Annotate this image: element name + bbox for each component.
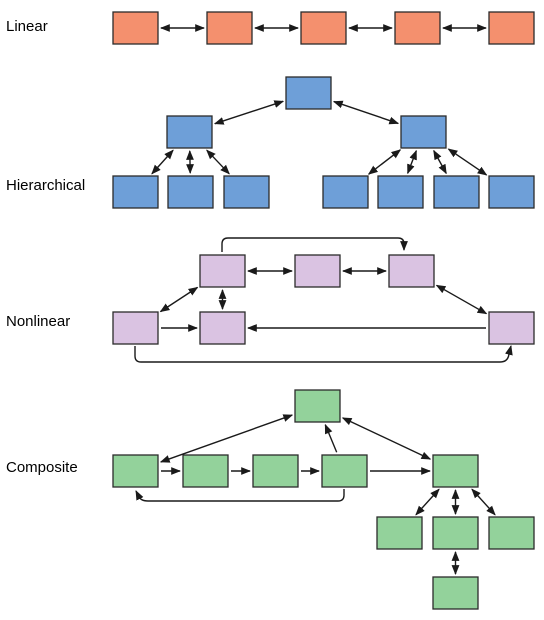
node-c-hm [432, 516, 479, 550]
node-h-r [400, 115, 447, 149]
connector-10 [367, 149, 402, 175]
node-h-root [285, 76, 332, 110]
node-c-top [294, 389, 341, 423]
node-c-2 [182, 454, 229, 488]
node-n-t2 [294, 254, 341, 288]
node-linear-2 [300, 11, 347, 45]
node-h-la1 [167, 175, 214, 209]
label-nonlinear: Nonlinear [6, 313, 71, 330]
node-c-hl [376, 516, 423, 550]
node-n-b3 [488, 311, 535, 345]
connector-path-21 [221, 237, 408, 252]
node-c-3 [252, 454, 299, 488]
node-linear-3 [394, 11, 441, 45]
node-c-1 [112, 454, 159, 488]
node-h-ra0 [322, 175, 369, 209]
node-linear-1 [206, 11, 253, 45]
node-h-l [166, 115, 213, 149]
connector-path-34 [135, 489, 345, 502]
connector-5 [213, 100, 285, 125]
node-linear-0 [112, 11, 159, 45]
label-hierarchical: Hierarchical [6, 177, 86, 194]
node-c-h [432, 454, 479, 488]
connector-13 [447, 148, 488, 176]
connector-18 [435, 284, 488, 315]
connector-30 [415, 488, 440, 516]
node-c-4 [321, 454, 368, 488]
connector-path-22 [134, 345, 513, 363]
connector-6 [332, 100, 400, 125]
node-h-la0 [112, 175, 159, 209]
node-n-t1 [199, 254, 246, 288]
connector-11 [407, 149, 417, 175]
connector-7 [151, 149, 174, 175]
node-linear-4 [488, 11, 535, 45]
connector-24 [324, 423, 338, 453]
connector-25 [341, 417, 432, 460]
label-linear: Linear [6, 18, 48, 35]
node-c-hb [432, 576, 479, 610]
connector-23 [159, 414, 294, 463]
node-n-t3 [388, 254, 435, 288]
node-h-ra1 [377, 175, 424, 209]
connector-12 [433, 149, 447, 175]
connector-32 [471, 488, 496, 516]
connector-16 [159, 286, 199, 313]
node-n-b2 [199, 311, 246, 345]
node-h-la2 [223, 175, 270, 209]
connector-9 [206, 149, 230, 175]
node-n-b1 [112, 311, 159, 345]
label-composite: Composite [6, 459, 78, 476]
node-h-ra2 [433, 175, 480, 209]
node-h-ra3 [488, 175, 535, 209]
node-c-hr [488, 516, 535, 550]
